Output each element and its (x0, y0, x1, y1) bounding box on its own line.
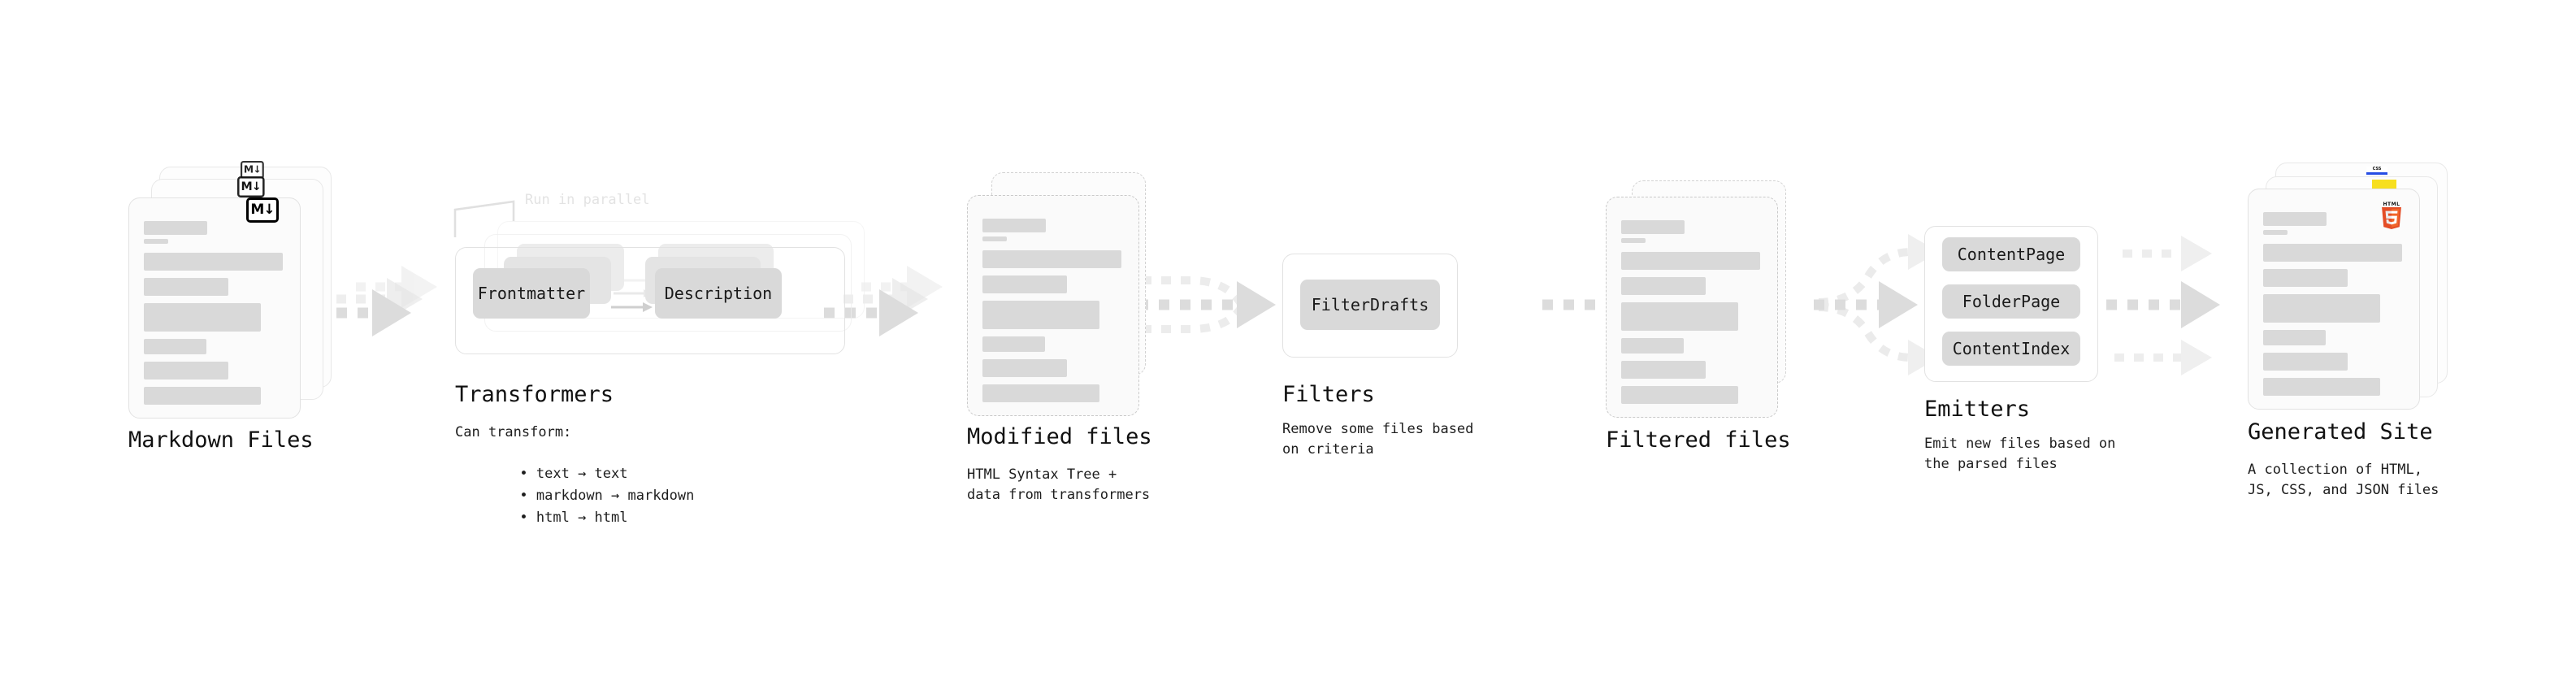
content-bar (2263, 294, 2381, 323)
transformers-bullet-1: • markdown → markdown (470, 466, 694, 527)
transformers-group-box (455, 247, 845, 354)
file-content-bars (982, 219, 1124, 402)
content-bar (982, 236, 1007, 241)
bullet-text: text → text (536, 466, 628, 482)
markdown-icon-mid: M↓ (237, 176, 265, 198)
file-content-bars (144, 221, 285, 405)
css3-icon: CSS (2366, 167, 2387, 175)
content-bar (982, 301, 1100, 329)
emitter-chip-contentindex[interactable]: ContentIndex (1942, 332, 2080, 366)
transformer-chip-description[interactable]: Description (655, 268, 782, 319)
html5-wordmark: HTML (2383, 202, 2400, 207)
arrow-modified-to-filters (1138, 276, 1276, 333)
emitter-chip-contentpage[interactable]: ContentPage (1942, 237, 2080, 271)
stage-generated-site: CSS HTML (0, 0, 2448, 498)
bullet-text: html → html (536, 510, 628, 526)
bullet-marker: • (519, 488, 536, 504)
content-bar (2263, 212, 2327, 226)
generated-site-subtitle: A collection of HTML, JS, CSS, and JSON … (2248, 462, 2439, 498)
stage-title-filters: Filters (1282, 382, 1375, 407)
modified-files-subtitle: HTML Syntax Tree + data from transformer… (967, 466, 1151, 503)
markdown-arrow: ↓ (253, 163, 261, 176)
file-content-bars (2263, 212, 2405, 396)
content-bar (982, 384, 1100, 402)
arrow-emitters-to-site (2106, 236, 2220, 375)
content-bar (982, 359, 1068, 377)
stage-title-emitters: Emitters (1924, 397, 2031, 422)
content-bar (144, 303, 262, 332)
filters-subtitle: Remove some files based on criteria (1282, 421, 1474, 458)
chip-label: FilterDrafts (1311, 295, 1429, 314)
markdown-arrow: ↓ (263, 202, 275, 218)
filter-chip-filterdrafts[interactable]: FilterDrafts (1300, 280, 1440, 330)
content-bar (2263, 269, 2348, 287)
markdown-letter: M (243, 163, 254, 176)
markdown-letter: M (241, 180, 253, 193)
html5-icon: HTML (2379, 202, 2404, 229)
modified-file-card (967, 195, 1139, 416)
content-bar (1621, 386, 1739, 404)
stage-title-generated-site: Generated Site (2248, 419, 2433, 445)
markdown-letter: M (250, 202, 264, 218)
stage-title-transformers: Transformers (455, 382, 614, 407)
chip-label: Description (664, 284, 773, 303)
content-bar (982, 219, 1047, 232)
content-bar (1621, 220, 1685, 234)
content-bar (144, 362, 229, 380)
chip-label: ContentPage (1957, 245, 2066, 264)
content-bar (1621, 361, 1706, 379)
arrow-markdown-to-transformers (315, 266, 437, 336)
content-bar (2263, 244, 2402, 262)
content-bar (982, 250, 1121, 268)
content-bar (2263, 330, 2326, 345)
file-content-bars (1621, 220, 1763, 404)
content-bar (144, 253, 283, 271)
arrow-filtered-to-emitters (1814, 234, 1939, 375)
bullet-marker: • (519, 510, 536, 526)
js-icon (2372, 180, 2396, 190)
run-in-parallel-label: Run in parallel (525, 192, 650, 208)
content-bar (144, 339, 206, 354)
bullet-text: markdown → markdown (536, 488, 695, 504)
content-bar (144, 387, 262, 405)
emitters-subtitle: Emit new files based on the parsed files (1924, 436, 2116, 472)
content-bar (1621, 238, 1646, 243)
markdown-icon: M↓ (246, 197, 279, 223)
content-bar (144, 239, 168, 244)
content-bar (144, 221, 208, 235)
content-bar (982, 275, 1068, 293)
content-bar (1621, 338, 1684, 354)
content-bar (1621, 277, 1706, 295)
content-bar (2263, 230, 2288, 235)
transformers-bullet-2: • html → html (470, 488, 628, 549)
transformers-subtitle: Can transform: (455, 424, 572, 440)
chip-label: FolderPage (1962, 292, 2061, 311)
markdown-file-card (128, 197, 301, 419)
content-bar (1621, 302, 1739, 331)
html5-shield (2382, 207, 2401, 229)
chip-label: Frontmatter (477, 284, 586, 303)
content-bar (2263, 378, 2381, 396)
css-label: CSS (2372, 167, 2382, 171)
stage-title-filtered-files: Filtered files (1606, 427, 1791, 453)
content-bar (982, 336, 1045, 352)
transformers-bullet-0: • text → text (470, 444, 628, 505)
css-underline (2366, 172, 2387, 175)
stage-title-modified-files: Modified files (967, 424, 1152, 449)
chip-label: ContentIndex (1952, 339, 2071, 358)
content-bar (1621, 252, 1760, 270)
markdown-arrow: ↓ (251, 180, 262, 193)
stage-title-markdown-files: Markdown Files (128, 427, 314, 453)
transformer-chip-frontmatter[interactable]: Frontmatter (473, 268, 590, 319)
bullet-marker: • (519, 466, 536, 482)
emitter-chip-folderpage[interactable]: FolderPage (1942, 284, 2080, 319)
content-bar (2263, 353, 2348, 371)
filtered-file-card (1606, 197, 1778, 418)
content-bar (144, 278, 229, 296)
